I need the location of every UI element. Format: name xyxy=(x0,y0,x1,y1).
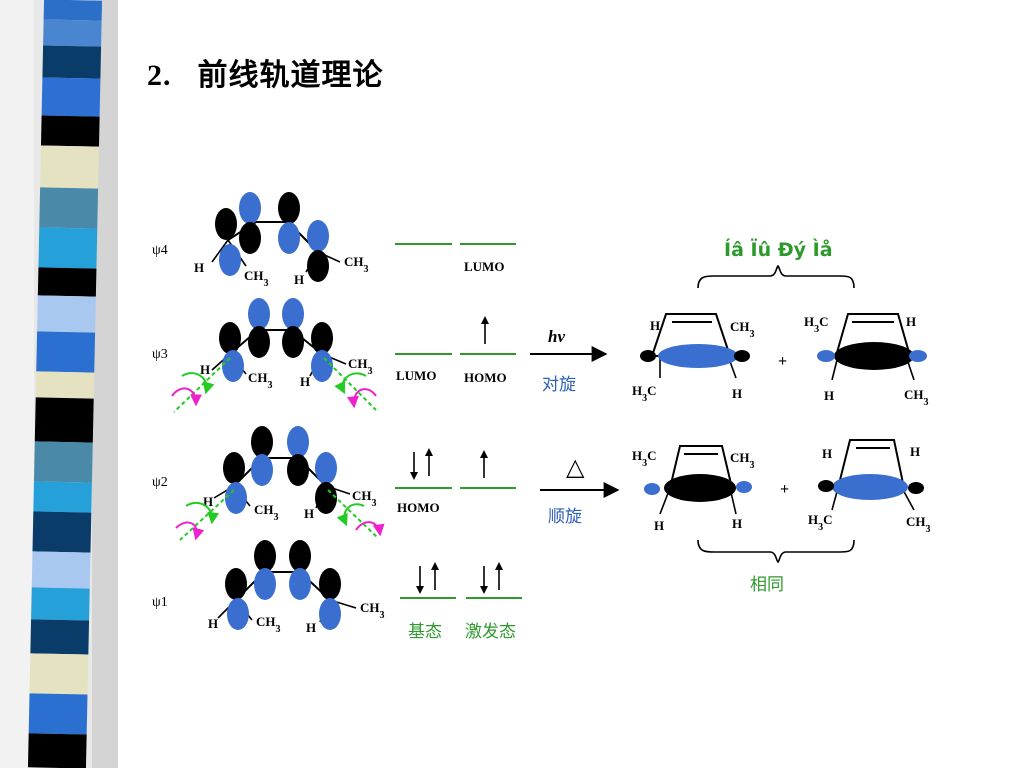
bottom-brace xyxy=(697,539,855,564)
excited-state-label: 激发态 xyxy=(465,622,516,642)
psi1-h-right: H xyxy=(306,620,316,635)
psi3-orbital-drawing xyxy=(211,298,347,382)
curved-arrow-icon xyxy=(327,489,385,539)
product-thermal-1 xyxy=(644,445,752,515)
psi1-ch3-right: CH3 xyxy=(360,600,385,621)
plus-sign-2: + xyxy=(780,481,789,498)
photo1-h-top: H xyxy=(650,318,660,333)
psi3-h-right: H xyxy=(300,374,310,389)
psi2-homo-label: HOMO xyxy=(397,500,440,515)
psi4-orbital-drawing xyxy=(211,192,341,282)
psi3-ch3-left: CH3 xyxy=(248,370,273,391)
product-thermal-2 xyxy=(818,439,924,511)
photo2-h3c: H3C xyxy=(804,314,829,335)
psi2-h-right: H xyxy=(304,506,314,521)
psi4-ch3-right: CH3 xyxy=(344,254,369,275)
decorative-stripe-border xyxy=(0,0,118,768)
slide-title-text: 前线轨道理论 xyxy=(197,58,384,93)
slide-number: 2. xyxy=(147,59,172,92)
psi1-label: ψ1 xyxy=(152,595,168,610)
psi1-h-left: H xyxy=(208,616,218,631)
psi4-ch3-left: CH3 xyxy=(244,268,269,289)
photo2-ch3: CH3 xyxy=(904,387,929,408)
photo2-h-top: H xyxy=(906,314,916,329)
energy-levels xyxy=(395,243,522,599)
bottom-brace-label: 相同 xyxy=(750,575,784,595)
psi3-homo-label: HOMO xyxy=(464,370,507,385)
psi4-h-left: H xyxy=(194,260,204,275)
thermal-mode-label: 顺旋 xyxy=(548,507,582,527)
electron-spin-arrows xyxy=(410,316,503,594)
slide-title: 2. 前线轨道理论 xyxy=(147,50,384,94)
curved-arrow-icon xyxy=(175,489,235,541)
photo-mode-label: 对旋 xyxy=(542,375,576,395)
thermal1-ch3: CH3 xyxy=(730,450,755,471)
psi1-orbital-drawing xyxy=(217,540,357,630)
psi4-label: ψ4 xyxy=(152,243,168,258)
photo-condition: hv xyxy=(548,327,565,346)
thermal1-h3c: H3C xyxy=(632,448,657,469)
psi2-h-left: H xyxy=(203,494,213,509)
psi3-h-left: H xyxy=(200,362,210,377)
photo1-h-bottom: H xyxy=(732,386,742,401)
top-brace xyxy=(697,264,855,289)
psi3-lumo-label: LUMO xyxy=(396,368,436,383)
photo2-h-bottom: H xyxy=(824,388,834,403)
thermal2-h3c: H3C xyxy=(808,512,833,533)
psi2-ch3-left: CH3 xyxy=(254,502,279,523)
psi4-h-right: H xyxy=(294,272,304,287)
thermal2-h-right: H xyxy=(910,444,920,459)
photo1-ch3: CH3 xyxy=(730,319,755,340)
psi2-label: ψ2 xyxy=(152,475,168,490)
top-brace-label: Íâ Ïû Ðý Ìå xyxy=(724,237,833,261)
psi4-lumo-label: LUMO xyxy=(464,259,504,274)
thermal-condition: △ xyxy=(566,455,585,481)
plus-sign-1: + xyxy=(778,353,787,370)
thermal2-ch3: CH3 xyxy=(906,514,931,535)
curved-arrow-icon xyxy=(171,357,231,413)
product-photo-2 xyxy=(817,313,927,381)
thermal1-h-left: H xyxy=(654,518,664,533)
psi1-ch3-left: CH3 xyxy=(256,614,281,635)
ground-state-label: 基态 xyxy=(408,622,442,642)
curved-arrow-icon xyxy=(323,357,377,411)
thermal1-h-right: H xyxy=(732,516,742,531)
psi3-label: ψ3 xyxy=(152,347,168,362)
psi2-orbital-drawing xyxy=(213,426,351,514)
product-photo-1 xyxy=(640,313,750,379)
photo1-h3c: H3C xyxy=(632,383,657,404)
thermal2-h-left: H xyxy=(822,446,832,461)
